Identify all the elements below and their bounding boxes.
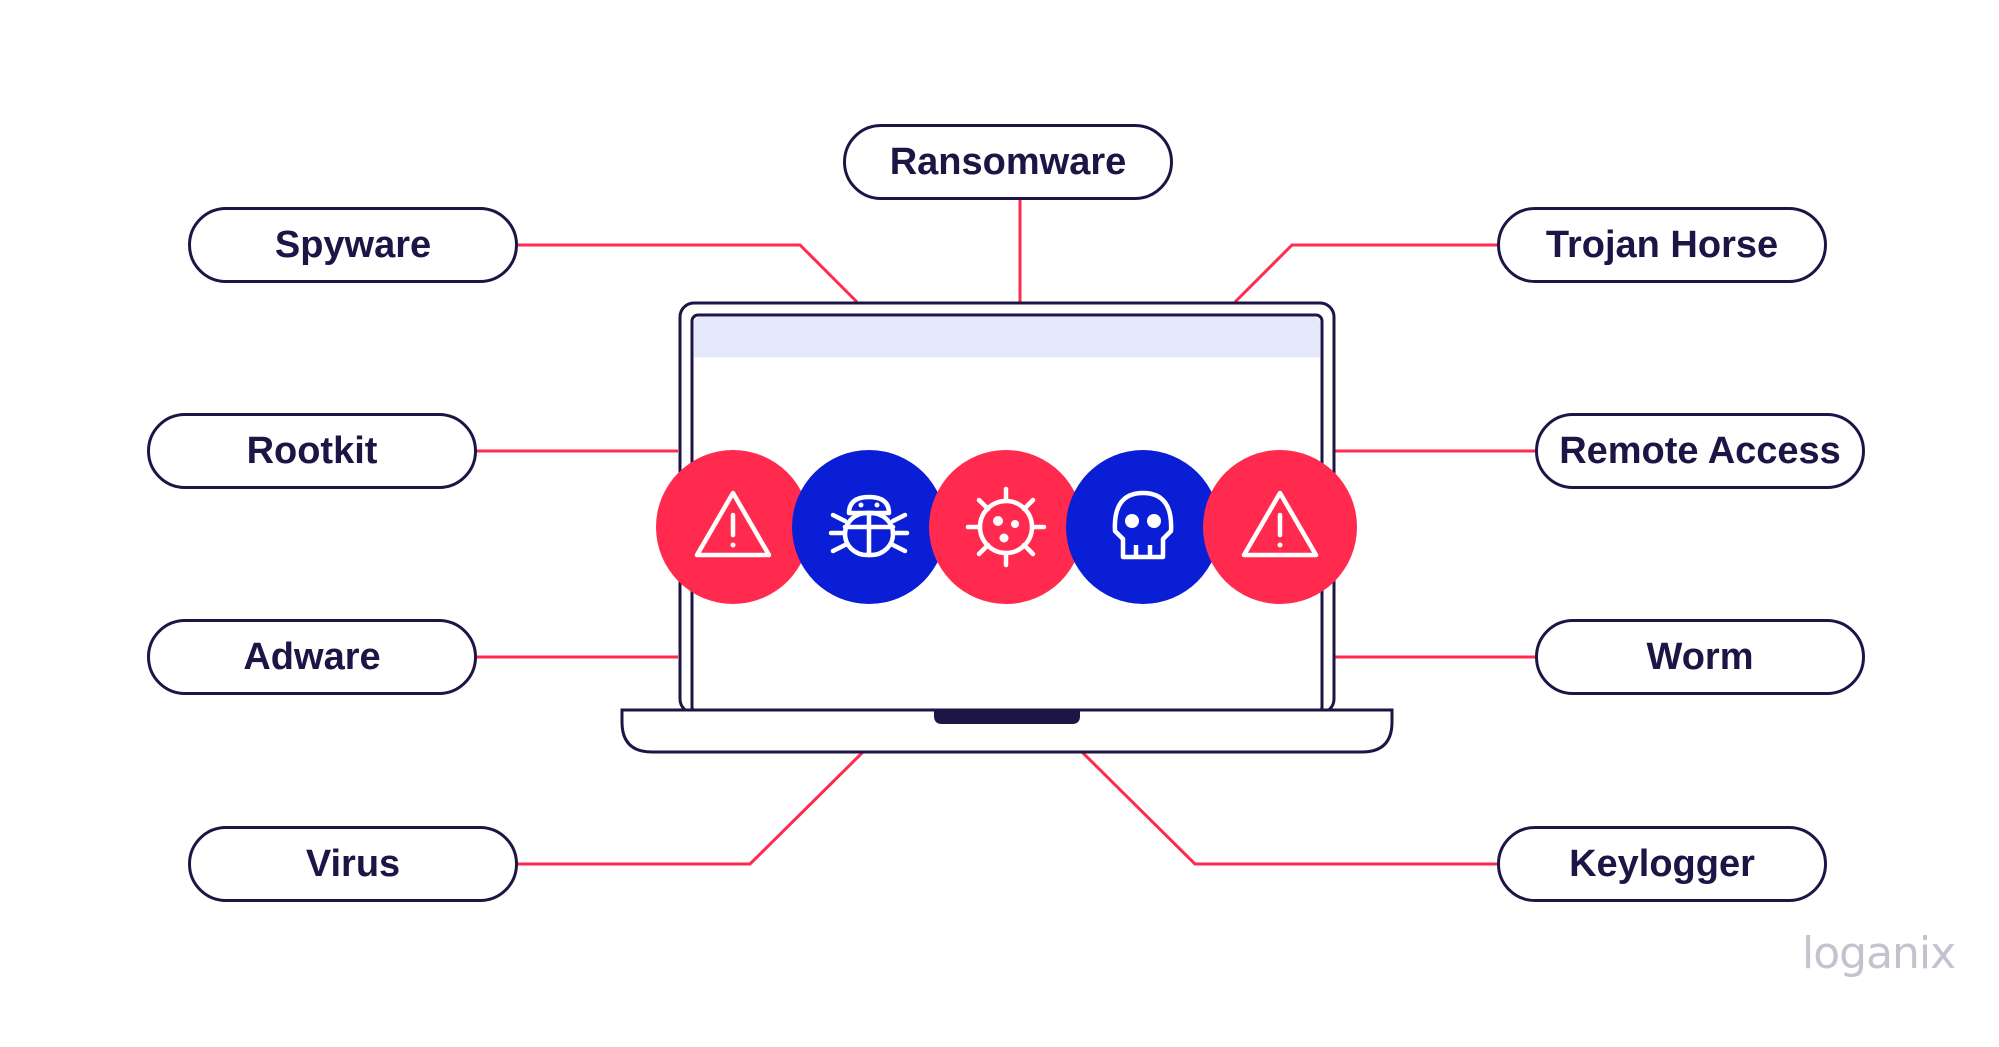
label-ransomware: Ransomware (843, 124, 1173, 200)
virus-circle (929, 450, 1083, 604)
skull-circle (1066, 450, 1220, 604)
laptop-base (620, 708, 1394, 754)
connector-trojan-horse (1233, 243, 1499, 304)
screen-top-bar (694, 317, 1320, 357)
label-virus: Virus (188, 826, 518, 902)
label-rootkit: Rootkit (147, 413, 477, 489)
warning-icon (694, 490, 772, 558)
label-adware: Adware (147, 619, 477, 695)
laptop-notch (934, 710, 1080, 724)
virus-icon (965, 486, 1047, 568)
connector-keylogger (1080, 750, 1499, 866)
bug-icon (828, 494, 910, 558)
label-spyware: Spyware (188, 207, 518, 283)
label-remote-access: Remote Access (1535, 413, 1865, 489)
label-trojan-horse: Trojan Horse (1497, 207, 1827, 283)
threat-icons (656, 450, 1357, 604)
warning-icon (1241, 490, 1319, 558)
label-keylogger: Keylogger (1497, 826, 1827, 902)
label-worm: Worm (1535, 619, 1865, 695)
brand-logo: loganix (1802, 928, 1956, 979)
connector-spyware (516, 243, 859, 304)
skull-icon (1112, 490, 1174, 560)
connector-virus (516, 750, 865, 866)
